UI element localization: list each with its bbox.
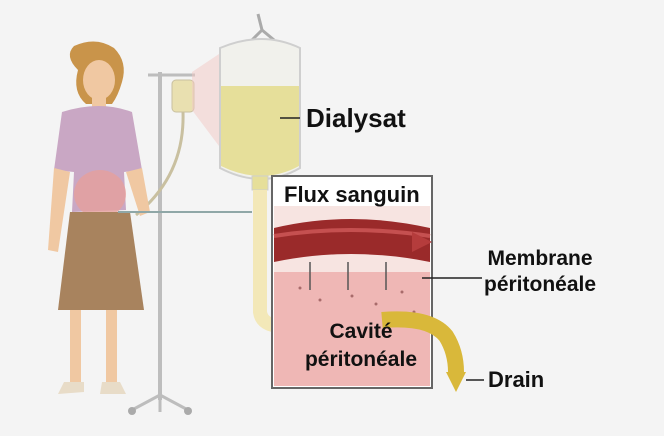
- label-flux-sanguin: Flux sanguin: [284, 182, 420, 208]
- label-drain: Drain: [488, 367, 544, 393]
- zoom-highlight: [192, 52, 222, 150]
- iv-pole: [128, 72, 195, 415]
- label-cavite-line2: péritonéale: [290, 346, 432, 374]
- label-dialysat: Dialysat: [306, 103, 406, 134]
- label-membrane-line1: Membrane: [484, 246, 596, 272]
- patient-figure: [48, 41, 150, 394]
- label-cavite-line1: Cavité: [290, 318, 432, 346]
- label-membrane-line2: péritonéale: [484, 272, 596, 298]
- label-cavite-peritoneale: Cavité péritonéale: [290, 318, 432, 374]
- label-membrane-peritoneale: Membrane péritonéale: [484, 246, 596, 298]
- drain-arrow: [446, 372, 466, 392]
- dialysate-bag: [220, 14, 300, 190]
